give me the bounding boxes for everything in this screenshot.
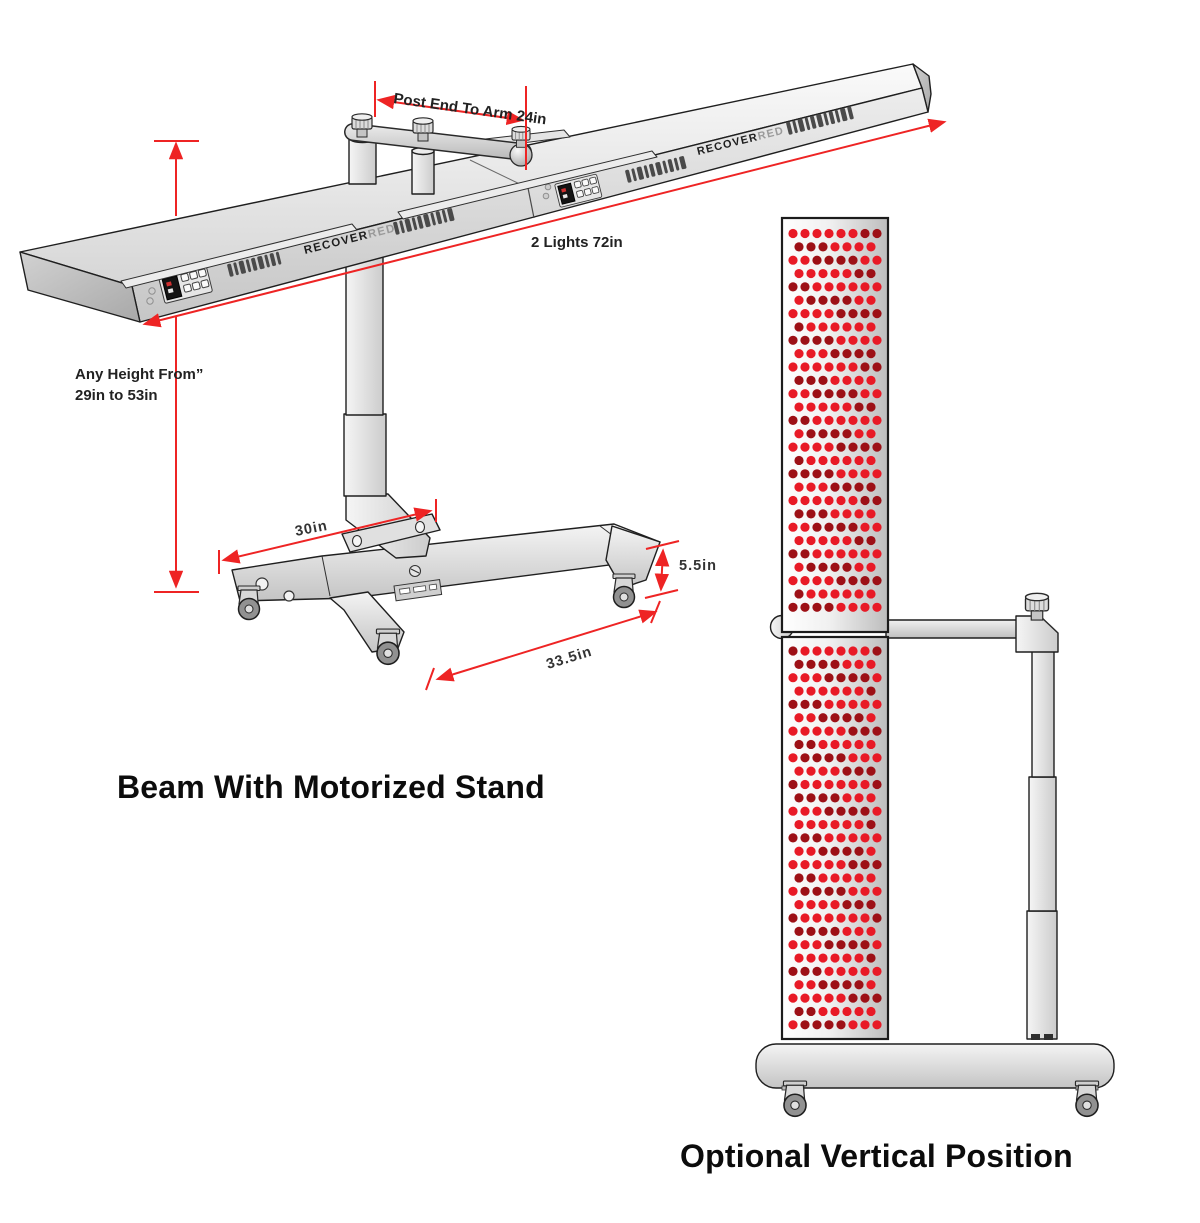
beam-left-end <box>19 251 141 323</box>
title-beam: Beam With Motorized Stand <box>117 769 545 805</box>
dimension-base-height: 5.5in <box>644 540 717 599</box>
beam-diagram: RECOVERRED RECOVERRED <box>19 63 947 805</box>
arm-middle-post <box>411 149 435 195</box>
dim-base-height-label: 5.5in <box>679 558 717 574</box>
vertical-diagram: Optional Vertical Position <box>680 216 1115 1174</box>
dim-leg-depth-label: 30in <box>294 518 329 540</box>
vertical-arm-elbow <box>1015 615 1059 653</box>
led-panel-lower <box>780 635 890 1041</box>
led-panel-upper <box>780 216 890 634</box>
dimension-two-lights: 2 Lights 72in <box>142 118 947 328</box>
vertical-post-middle <box>1028 776 1057 912</box>
vertical-post-top <box>1031 649 1055 778</box>
dimension-leg-depth: 30in <box>218 499 437 574</box>
dim-height-label-2: 29in to 53in <box>75 387 158 404</box>
vertical-arm <box>885 592 1059 653</box>
arm-tube <box>345 124 531 160</box>
post-foot <box>1031 1034 1040 1040</box>
post-upper-column <box>345 249 384 416</box>
base-hole <box>283 590 295 602</box>
led-dot-array <box>788 228 882 612</box>
post-lower-column <box>343 413 387 497</box>
base-vent-box <box>393 579 443 602</box>
beam-port <box>146 297 154 305</box>
beam-port <box>542 192 550 200</box>
vertical-base <box>755 1043 1115 1118</box>
post-foot <box>1044 1034 1053 1040</box>
title-vertical: Optional Vertical Position <box>680 1138 1073 1174</box>
led-dot-array <box>788 646 882 1030</box>
vertical-post <box>1026 649 1058 1040</box>
dim-two-lights-label: 2 Lights 72in <box>531 234 623 251</box>
stand-base <box>231 523 661 666</box>
base-right-leg <box>605 525 661 589</box>
dim-height-label-1: Any Height From” <box>75 366 203 383</box>
dim-base-width-label: 33.5in <box>544 644 594 673</box>
dimension-height-range: Any Height From” 29in to 53in <box>75 140 203 593</box>
vertical-arm-bar <box>885 619 1021 639</box>
vertical-post-lower <box>1026 910 1058 1040</box>
beam-port <box>148 287 156 295</box>
arm-left-post <box>348 136 377 185</box>
dimension-base-width: 33.5in <box>425 600 661 691</box>
beam-port <box>544 183 552 191</box>
